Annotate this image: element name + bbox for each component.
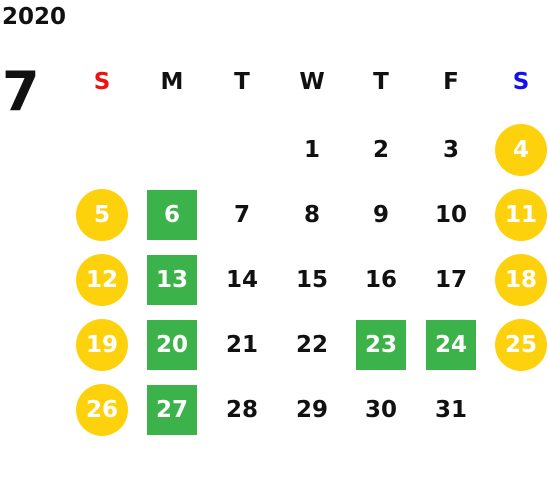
day-cell-7[interactable]: 7 <box>233 202 250 228</box>
day-cell-27[interactable]: 27 <box>147 385 197 435</box>
day-cell-14[interactable]: 14 <box>225 267 258 293</box>
month-number: 7 <box>2 60 40 123</box>
day-cell-29[interactable]: 29 <box>295 397 328 423</box>
day-cell-30[interactable]: 30 <box>364 397 397 423</box>
day-cell-28[interactable]: 28 <box>225 397 258 423</box>
day-cell-20[interactable]: 20 <box>147 320 197 370</box>
day-cell-31[interactable]: 31 <box>434 397 467 423</box>
day-cell-8[interactable]: 8 <box>303 202 320 228</box>
day-cell-24[interactable]: 24 <box>426 320 476 370</box>
day-cell-11[interactable]: 11 <box>495 189 547 241</box>
day-cell-1[interactable]: 1 <box>303 137 320 163</box>
day-cell-10[interactable]: 10 <box>434 202 467 228</box>
weekday-header-thu: T <box>373 69 389 95</box>
day-cell-17[interactable]: 17 <box>434 267 467 293</box>
weekday-header-wed: W <box>299 69 325 95</box>
day-cell-23[interactable]: 23 <box>356 320 406 370</box>
day-cell-2[interactable]: 2 <box>372 137 389 163</box>
day-cell-25[interactable]: 25 <box>495 319 547 371</box>
day-cell-22[interactable]: 22 <box>295 332 328 358</box>
weekday-header-fri: F <box>443 69 459 95</box>
weekday-header-sat: S <box>512 69 530 95</box>
weekday-header-mon: M <box>160 69 184 95</box>
day-cell-15[interactable]: 15 <box>295 267 328 293</box>
day-cell-26[interactable]: 26 <box>76 384 128 436</box>
day-cell-12[interactable]: 12 <box>76 254 128 306</box>
weekday-header-tue: T <box>234 69 250 95</box>
day-cell-16[interactable]: 16 <box>364 267 397 293</box>
day-cell-18[interactable]: 18 <box>495 254 547 306</box>
weekday-header-sun: S <box>93 69 111 95</box>
day-cell-5[interactable]: 5 <box>76 189 128 241</box>
day-cell-13[interactable]: 13 <box>147 255 197 305</box>
day-cell-3[interactable]: 3 <box>442 137 459 163</box>
day-cell-4[interactable]: 4 <box>495 124 547 176</box>
day-cell-6[interactable]: 6 <box>147 190 197 240</box>
day-cell-21[interactable]: 21 <box>225 332 258 358</box>
day-cell-19[interactable]: 19 <box>76 319 128 371</box>
year-label: 2020 <box>2 4 67 30</box>
day-cell-9[interactable]: 9 <box>372 202 389 228</box>
